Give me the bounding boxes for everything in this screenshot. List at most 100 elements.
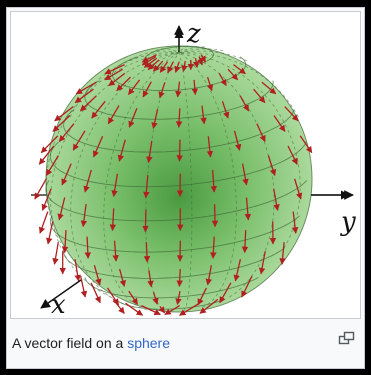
field-arrow bbox=[128, 108, 138, 128]
field-arrow bbox=[143, 242, 151, 263]
field-arrow bbox=[75, 81, 97, 95]
field-arrow bbox=[143, 175, 150, 199]
field-arrow bbox=[258, 251, 266, 275]
field-arrow bbox=[279, 242, 286, 265]
field-arrow bbox=[200, 105, 207, 125]
field-arrow bbox=[241, 163, 249, 186]
z-axis-label: z bbox=[186, 19, 201, 49]
sphere-vector-field-figure: z y x bbox=[31, 19, 356, 319]
field-arrow bbox=[147, 59, 160, 71]
field-arrow bbox=[191, 79, 199, 96]
field-arrow bbox=[176, 139, 183, 162]
field-arrow bbox=[261, 81, 277, 95]
figure-caption: A vector field on a sphere bbox=[12, 325, 352, 361]
caption-text: A vector field on a bbox=[12, 335, 128, 351]
latitude-line bbox=[111, 56, 247, 92]
field-arrow bbox=[90, 282, 101, 304]
field-arrow bbox=[125, 302, 144, 316]
field-arrow bbox=[80, 204, 88, 228]
field-arrow bbox=[117, 139, 126, 162]
field-arrow bbox=[153, 60, 164, 72]
field-arrow bbox=[45, 221, 54, 245]
x-axis-label: x bbox=[51, 290, 66, 319]
field-arrow bbox=[239, 95, 250, 112]
field-arrow bbox=[233, 64, 246, 75]
magnify-clip-icon[interactable] bbox=[338, 330, 356, 348]
latitude-line bbox=[49, 215, 300, 253]
field-arrow bbox=[174, 61, 181, 73]
field-arrow bbox=[142, 81, 152, 98]
field-arrow bbox=[34, 178, 47, 200]
field-arrow bbox=[284, 106, 299, 122]
field-arrow bbox=[80, 276, 88, 298]
field-arrow bbox=[111, 173, 119, 197]
field-arrow bbox=[299, 135, 313, 154]
field-arrow bbox=[83, 169, 92, 193]
field-arrow bbox=[241, 275, 253, 298]
image-thumbnail: z y x A vector field on a sphere bbox=[6, 7, 365, 369]
field-arrow bbox=[241, 230, 249, 254]
y-axis-label: y bbox=[340, 207, 356, 237]
field-arrow bbox=[211, 204, 219, 228]
field-arrow bbox=[107, 105, 120, 125]
field-arrow bbox=[233, 259, 242, 282]
field-arrow bbox=[127, 79, 141, 96]
field-arrow bbox=[147, 270, 154, 288]
field-arrow bbox=[79, 95, 97, 112]
longitude-line bbox=[178, 52, 301, 249]
field-arrow bbox=[57, 197, 66, 221]
field-arrow bbox=[40, 135, 59, 154]
field-arrow bbox=[244, 197, 252, 221]
figure-image[interactable]: z y x bbox=[10, 11, 361, 319]
longitude-line bbox=[70, 52, 180, 308]
longitude-line bbox=[155, 48, 180, 54]
field-arrow bbox=[175, 290, 182, 306]
field-arrow bbox=[164, 305, 181, 316]
field-arrow bbox=[221, 101, 230, 119]
field-arrow bbox=[179, 302, 200, 316]
x-axis-front bbox=[40, 279, 82, 309]
field-arrow bbox=[38, 145, 55, 165]
longitude-line bbox=[178, 48, 224, 54]
field-arrow bbox=[118, 268, 126, 287]
field-arrow bbox=[233, 130, 242, 151]
field-arrow bbox=[74, 259, 81, 282]
field-arrow bbox=[112, 240, 119, 262]
longitude-line bbox=[178, 45, 189, 54]
field-arrow bbox=[256, 123, 266, 143]
field-arrow bbox=[141, 305, 161, 316]
field-arrow bbox=[104, 64, 125, 75]
field-arrow bbox=[72, 130, 86, 151]
longitude-line bbox=[178, 52, 193, 312]
field-arrow bbox=[159, 61, 169, 73]
field-arrow bbox=[273, 188, 280, 211]
field-arrow bbox=[293, 178, 303, 200]
field-arrow bbox=[158, 306, 166, 314]
longitude-line bbox=[69, 52, 180, 118]
field-arrow bbox=[52, 242, 59, 265]
field-arrow bbox=[219, 282, 232, 304]
longitude-line bbox=[128, 50, 180, 62]
field-arrow bbox=[167, 61, 174, 74]
field-arrow bbox=[287, 145, 298, 165]
field-arrow bbox=[52, 115, 71, 132]
field-arrow bbox=[176, 268, 183, 287]
field-arrow bbox=[199, 298, 219, 314]
field-arrow bbox=[91, 100, 106, 119]
field-arrow bbox=[206, 76, 214, 92]
field-arrow bbox=[158, 82, 166, 99]
field-arrow bbox=[109, 208, 117, 232]
field-arrow bbox=[128, 290, 139, 305]
longitude-line bbox=[178, 52, 275, 298]
field-arrow bbox=[116, 76, 131, 92]
field-arrow bbox=[210, 236, 217, 259]
field-arrow bbox=[54, 106, 74, 122]
sphere-link[interactable]: sphere bbox=[127, 335, 170, 351]
field-arrow bbox=[273, 115, 286, 132]
field-arrow bbox=[142, 209, 149, 233]
field-arrow bbox=[104, 68, 124, 81]
field-arrow bbox=[152, 292, 159, 305]
field-arrow bbox=[84, 236, 92, 259]
field-arrow bbox=[210, 169, 218, 193]
field-arrow bbox=[192, 58, 200, 69]
